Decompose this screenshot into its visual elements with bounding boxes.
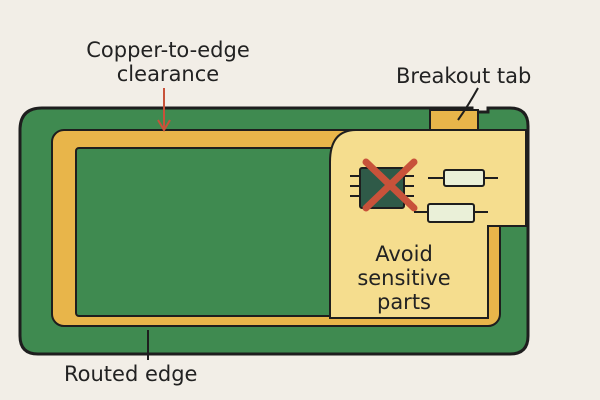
- cross-icon: [362, 158, 418, 212]
- avoid-label: Avoid sensitive parts: [334, 242, 474, 314]
- avoid-label-line3: parts: [376, 290, 431, 314]
- routed-edge-label: Routed edge: [64, 362, 198, 386]
- capacitor-icon: [414, 203, 488, 223]
- breakout-tab-leader: [457, 87, 479, 121]
- clearance-label-line2: clearance: [116, 62, 220, 86]
- clearance-arrow: [157, 88, 171, 132]
- avoid-label-line2: sensitive: [357, 266, 451, 290]
- resistor-icon: [428, 169, 498, 187]
- clearance-label: Copper-to-edge clearance: [18, 38, 318, 86]
- avoid-label-line1: Avoid: [375, 242, 433, 266]
- breakout-tab-label: Breakout tab: [396, 64, 532, 88]
- clearance-label-line1: Copper-to-edge: [86, 38, 250, 62]
